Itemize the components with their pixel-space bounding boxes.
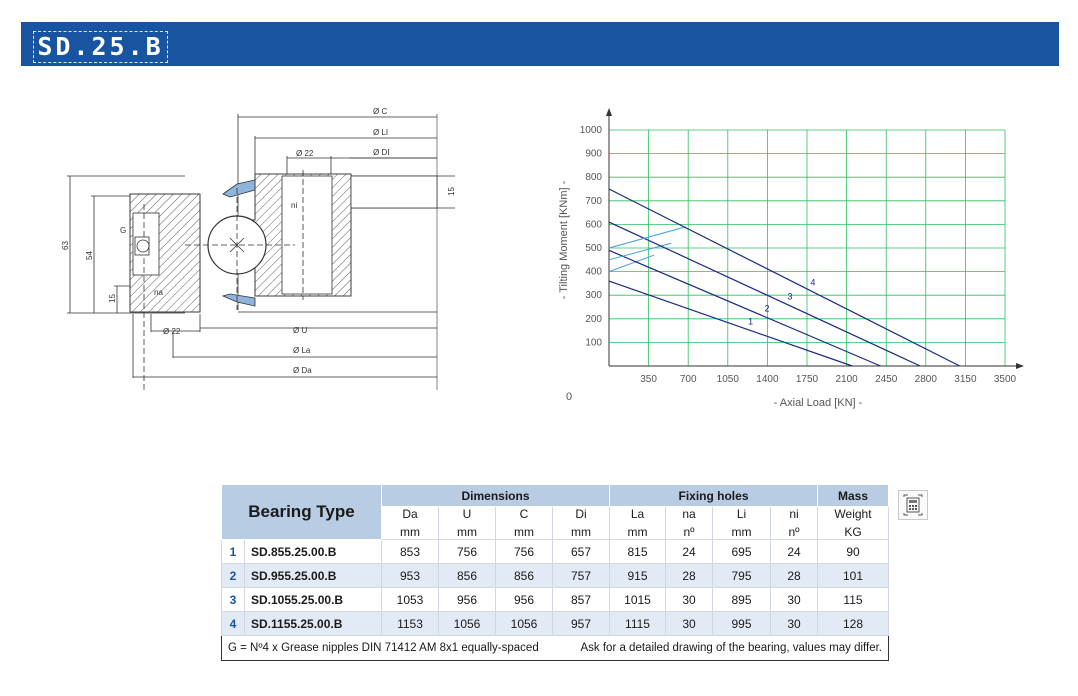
series-line-2 — [608, 249, 881, 367]
y-tick-label: 1000 — [580, 125, 603, 136]
dim-di-label: Ø DI — [373, 148, 389, 157]
x-tick-label: 2100 — [835, 374, 858, 385]
x-tick-label: 2800 — [915, 374, 938, 385]
dim-c-label: Ø C — [373, 107, 387, 116]
dim-22-top-label: Ø 22 — [296, 149, 314, 158]
x-tick-label: 1400 — [756, 374, 779, 385]
bearing-specs-table: Bearing Type Dimensions Fixing holes Mas… — [221, 484, 889, 661]
dim-la-label: Ø La — [293, 346, 311, 355]
dim-63-label: 63 — [61, 241, 70, 250]
y-tick-label: 400 — [585, 267, 602, 278]
chart-grid — [609, 129, 1006, 366]
series-limit-line-1 — [608, 254, 655, 273]
footnote-grease: G = Nº4 x Grease nipples DIN 71412 AM 8x… — [228, 642, 539, 654]
dim-15-right-label: 15 — [447, 187, 455, 196]
x-tick-label: 350 — [640, 374, 657, 385]
label-g: G — [120, 226, 126, 235]
dim-li-label: Ø LI — [373, 128, 388, 137]
bearing-cross-section-drawing: Ø C Ø LI Ø 22 Ø DI 15 54 63 54 15 G ni n… — [61, 107, 455, 390]
dim-15-left-label: 15 — [108, 294, 117, 303]
page-title: SD.25.B — [33, 31, 168, 63]
fixing-holes-header: Fixing holes — [609, 484, 818, 507]
dim-54-left-label: 54 — [85, 251, 94, 260]
y-tick-label: 600 — [585, 219, 602, 230]
x-tick-label: 2450 — [875, 374, 898, 385]
dimensions-header: Dimensions — [381, 484, 610, 507]
x-tick-label: 700 — [680, 374, 697, 385]
footnote-drawing: Ask for a detailed drawing of the bearin… — [580, 642, 882, 654]
x-tick-label: 3500 — [994, 374, 1017, 385]
y-tick-label: 100 — [585, 337, 602, 348]
series-line-3 — [608, 221, 921, 367]
label-na: na — [154, 288, 163, 297]
label-ni: ni — [291, 201, 297, 210]
series-label-4: 4 — [810, 278, 815, 288]
origin-label: 0 — [566, 391, 572, 403]
dim-22-bottom-label: Ø 22 — [163, 327, 181, 336]
y-tick-label: 800 — [585, 172, 602, 183]
series-label-1: 1 — [748, 316, 753, 326]
y-tick-label: 700 — [585, 196, 602, 207]
mass-header: Mass — [817, 484, 889, 507]
x-tick-label: 1050 — [717, 374, 740, 385]
series-label-2: 2 — [764, 303, 769, 313]
series-line-1 — [608, 280, 853, 367]
series-label-3: 3 — [787, 292, 792, 302]
calculator-icon[interactable] — [898, 490, 928, 520]
header-banner — [21, 22, 1059, 66]
y-tick-label: 500 — [585, 243, 602, 254]
chart-axes — [606, 108, 1024, 369]
y-tick-label: 300 — [585, 290, 602, 301]
series-limit-line-3 — [608, 226, 687, 249]
series-line-4 — [608, 188, 961, 367]
x-tick-label: 1750 — [796, 374, 819, 385]
y-axis-label: - Tilting Moment [KNm] - — [558, 180, 570, 299]
dim-u-label: Ø U — [293, 326, 307, 335]
x-tick-label: 3150 — [954, 374, 977, 385]
dim-da-label: Ø Da — [293, 366, 312, 375]
bearing-type-header: Bearing Type — [221, 484, 382, 540]
table-footnote: G = Nº4 x Grease nipples DIN 71412 AM 8x… — [221, 635, 889, 661]
y-tick-label: 900 — [585, 149, 602, 160]
y-tick-label: 200 — [585, 314, 602, 325]
x-axis-label: - Axial Load [KN] - — [774, 397, 863, 409]
